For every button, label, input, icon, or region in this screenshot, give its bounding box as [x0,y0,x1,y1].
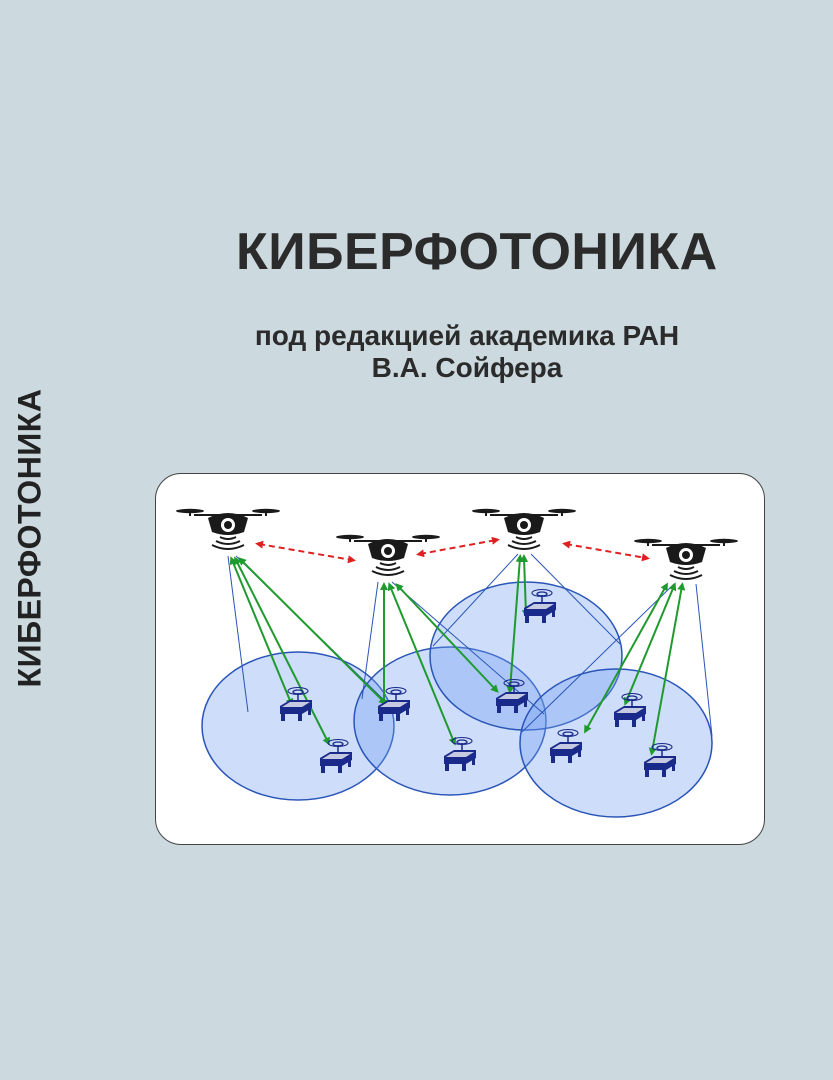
cover-illustration [155,473,765,845]
drone-links [255,536,650,564]
drone-4 [633,537,739,580]
editor-line-2: В.А. Сойфера [371,352,563,383]
drone-1 [175,507,281,550]
editor-line-1: под редакцией академика РАН [254,320,680,351]
drone-3 [471,507,577,550]
uplink-arrows [229,554,686,756]
network-diagram [175,507,739,818]
coverage-zone-4 [519,668,713,818]
drone-2 [335,533,441,576]
spine-title: КИБЕРФОТОНИКА [11,388,48,688]
book-title: КИБЕРФОТОНИКА [236,223,718,281]
editor-credit: под редакцией академика РАН В.А. Сойфера [232,320,702,384]
